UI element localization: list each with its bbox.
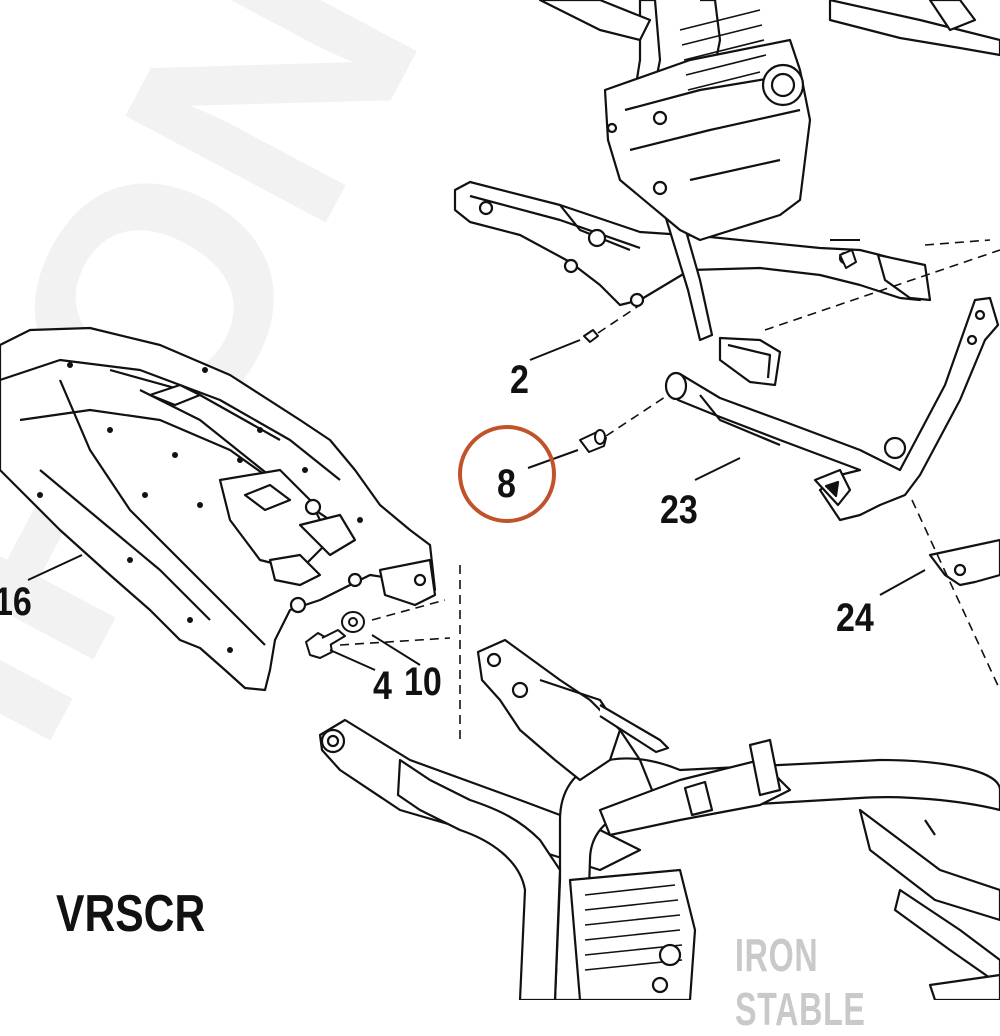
model-label: VRSCR xyxy=(56,885,206,943)
bracket-24 xyxy=(928,538,1000,587)
callout-8: 8 xyxy=(497,462,516,506)
callout-2: 2 xyxy=(510,358,529,402)
callout-24: 24 xyxy=(836,596,874,640)
assembly-dashed-lines xyxy=(339,239,1000,740)
bracket-23 xyxy=(664,296,1000,522)
highlight-ring xyxy=(458,425,556,523)
brand-watermark: IRON STABLE xyxy=(735,929,866,1035)
upper-frame-assembly xyxy=(453,0,1000,387)
parts-diagram: IRON STABLE xyxy=(0,0,1000,1000)
callout-23: 23 xyxy=(660,488,698,532)
callout-16: 16 xyxy=(0,580,32,624)
callout-10: 10 xyxy=(404,660,442,704)
rear-fender xyxy=(0,326,437,692)
hardware xyxy=(305,239,860,659)
callout-4: 4 xyxy=(373,664,392,708)
leader-lines xyxy=(27,339,926,671)
lower-frame-assembly xyxy=(318,638,1000,1000)
